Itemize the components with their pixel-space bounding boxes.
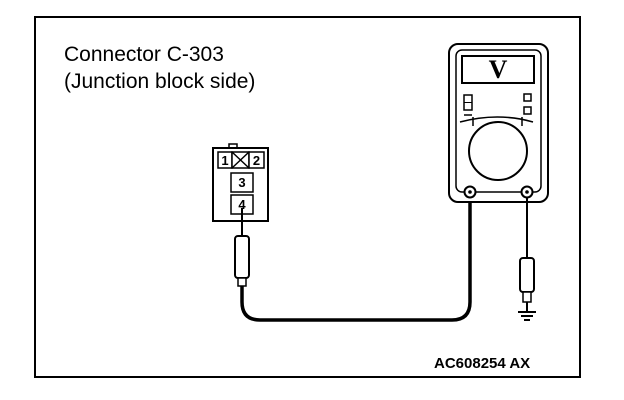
voltmeter: V: [448, 43, 549, 203]
connector-c-303: 1 2 3 4: [212, 143, 269, 222]
connector-name: Connector C-303: [64, 43, 224, 66]
connector-side: (Junction block side): [64, 70, 256, 93]
ground-icon: [518, 311, 536, 321]
pin-2-label: 2: [253, 153, 260, 168]
figure-id: AC608254 AX: [434, 355, 531, 372]
pin-1-label: 1: [221, 153, 228, 168]
connector-title: Connector C-303 (Junction block side): [64, 41, 255, 95]
test-lead-negative: [519, 197, 535, 312]
meter-unit-label: V: [489, 55, 508, 84]
test-lead-positive: [240, 193, 472, 322]
rotary-dial: [468, 121, 528, 181]
pin-3-label: 3: [238, 175, 245, 190]
pin-4-label: 4: [238, 197, 246, 212]
meter-display: [461, 55, 535, 84]
